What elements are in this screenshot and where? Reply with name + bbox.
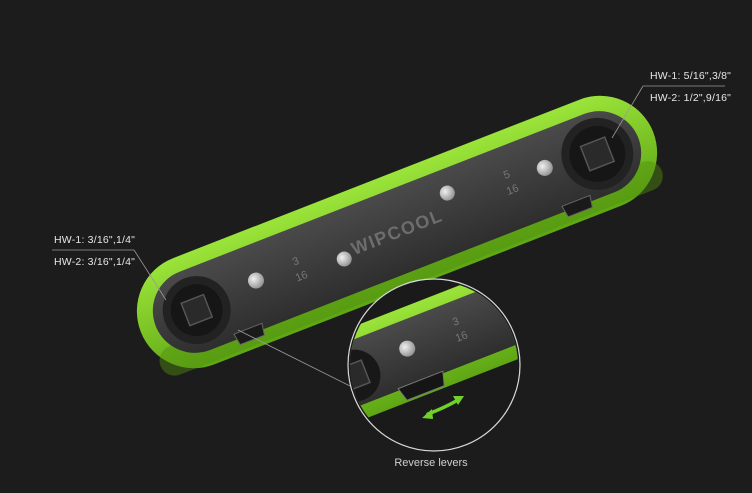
callout-lines [52, 85, 725, 393]
right-ratchet-head [561, 117, 634, 190]
bolt-icon [536, 159, 553, 176]
reverse-lever-right [561, 194, 593, 218]
callout-left-hw2: HW-2: 3/16",1/4" [54, 256, 136, 268]
bolt-icon [247, 272, 264, 289]
callout-right-hw2: HW-2: 1/2",9/16" [650, 92, 732, 104]
wrench-metal-body [152, 111, 642, 353]
reverse-lever-left [233, 322, 266, 346]
zoom-size-num: 3 [451, 315, 461, 328]
zoom-size-den: 16 [454, 329, 470, 345]
left-ratchet-head [162, 276, 231, 345]
arrow-head-left [422, 409, 433, 419]
bolt-icon [336, 251, 352, 267]
caption-reverse-levers: Reverse levers [394, 457, 468, 469]
bolt-icon [439, 185, 455, 201]
size-mark-left-den: 16 [294, 269, 310, 285]
size-mark-left-num: 3 [291, 255, 301, 268]
callout-left-hw1: HW-1: 3/16",1/4" [54, 234, 136, 246]
size-mark-right-den: 16 [505, 182, 521, 198]
callout-right-hw1: HW-1: 5/16",3/8" [650, 70, 732, 82]
arrow-head-right [453, 396, 464, 405]
size-mark-right-num: 5 [502, 169, 512, 182]
wrench: WIPCOOL 5 16 3 16 [136, 95, 663, 376]
